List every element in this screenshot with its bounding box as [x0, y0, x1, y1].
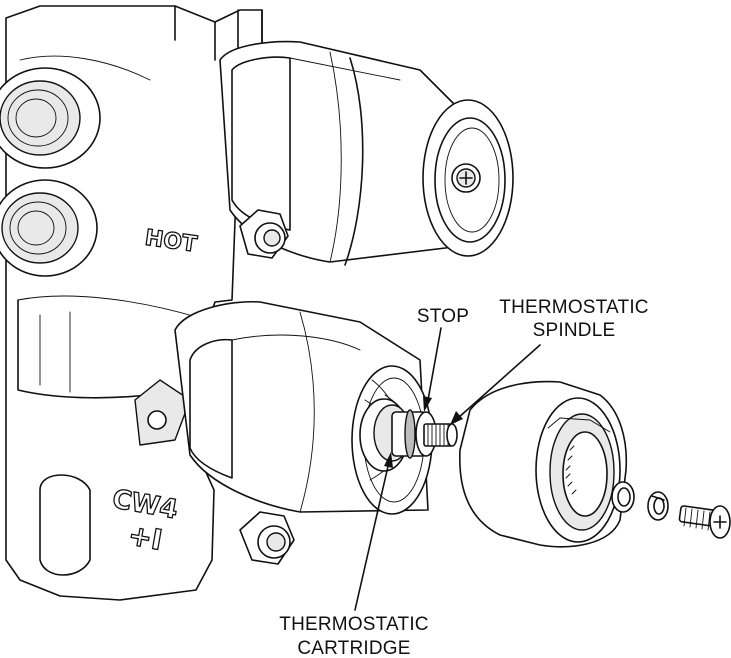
- lock-washer: [647, 491, 669, 521]
- upper-hex-nut: [239, 209, 289, 259]
- cw-marking-line2: +I: [126, 518, 165, 556]
- handle-adapter: [459, 380, 628, 548]
- lower-hex-nut: [239, 511, 295, 565]
- spindle-label-line2: SPINDLE: [533, 320, 616, 341]
- upper-cartridge-housing: [219, 40, 514, 266]
- stop-label: STOP: [417, 306, 469, 327]
- spindle-label-line1: THERMOSTATIC: [499, 297, 648, 318]
- cartridge-label-line2: CARTRIDGE: [297, 638, 410, 658]
- thermostatic-spindle: [423, 423, 458, 447]
- lower-threaded-port: [0, 179, 98, 277]
- retaining-screw: [678, 505, 731, 539]
- retaining-ring: [611, 481, 635, 513]
- callout-leaders: [354, 327, 541, 611]
- upper-threaded-port: [0, 67, 101, 169]
- cartridge-label-line1: THERMOSTATIC: [279, 614, 428, 635]
